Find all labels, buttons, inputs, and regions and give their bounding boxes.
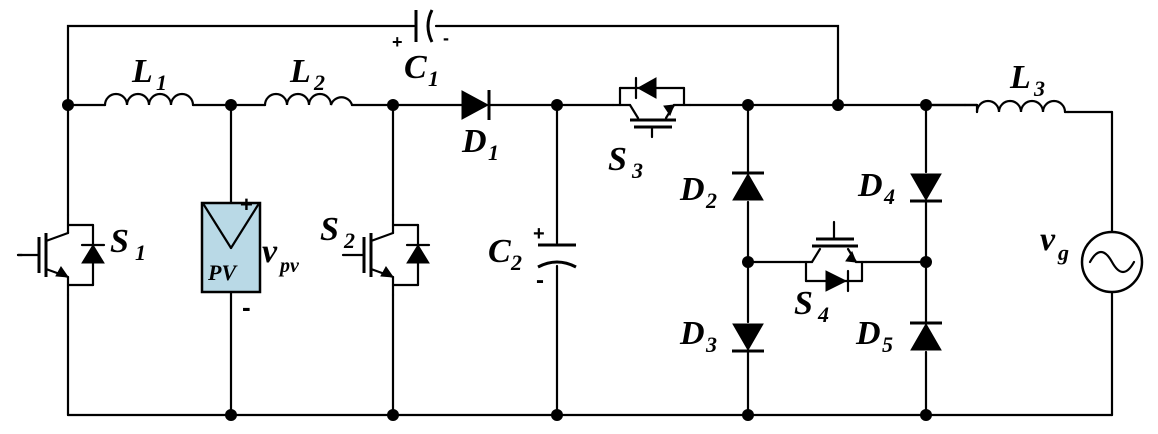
diode-d3: D 3 (679, 315, 764, 357)
inductor-l1: L 1 (103, 53, 195, 107)
pv-plus: + (240, 192, 253, 217)
d1-sub: 1 (488, 140, 499, 165)
pv-minus: - (242, 292, 251, 322)
d4-sub: 4 (883, 184, 895, 209)
switch-s4: S 4 (794, 220, 868, 327)
s3-sub: 3 (631, 158, 643, 183)
diode-d4: D 4 (857, 167, 942, 209)
s4-label: S (794, 285, 813, 322)
s1-sub: 1 (135, 240, 146, 265)
grid-source: v g (1040, 221, 1144, 294)
switch-s2: S 2 (320, 211, 431, 297)
c1-minus: - (443, 28, 449, 48)
l1-sub: 1 (156, 70, 167, 95)
vg-sub: g (1057, 240, 1069, 265)
c2-plus: + (533, 223, 545, 245)
d5-sub: 5 (882, 332, 893, 357)
diode-d1: D 1 (461, 90, 499, 165)
inductor-l3: L 3 (975, 59, 1067, 114)
s4-sub: 4 (817, 302, 829, 327)
d1-label: D (461, 123, 487, 160)
vpv-sub: pv (278, 255, 300, 277)
s2-sub: 2 (343, 228, 355, 253)
diode-d2: D 2 (679, 171, 764, 213)
c2-sub: 2 (510, 250, 522, 275)
l2-label: L (289, 53, 311, 90)
diode-d5: D 5 (855, 315, 942, 357)
pv-label: PV (207, 260, 238, 285)
capacitor-c2: + - C 2 (488, 223, 577, 294)
switch-s1: S 1 (16, 213, 146, 297)
s2-label: S (320, 211, 339, 248)
s3-label: S (608, 141, 627, 178)
l3-label: L (1009, 59, 1031, 96)
pv-source: PV + - v pv (200, 192, 300, 322)
c1-plus: + (392, 32, 403, 52)
wires (66, 24, 1114, 417)
junction-nodes (62, 99, 932, 421)
capacitor-c1: + - C 1 (392, 9, 449, 91)
switch-s3: S 3 (608, 76, 692, 183)
c2-minus: - (536, 267, 544, 294)
l1-label: L (131, 53, 153, 90)
d5-label: D (855, 315, 881, 352)
d3-label: D (679, 315, 705, 352)
d2-sub: 2 (705, 188, 717, 213)
l3-sub: 3 (1033, 76, 1045, 101)
inductor-l2: L 2 (263, 53, 354, 107)
vg-label: v (1040, 221, 1056, 258)
l2-sub: 2 (313, 70, 325, 95)
d3-sub: 3 (705, 332, 717, 357)
d4-label: D (857, 167, 883, 204)
s1-label: S (110, 223, 129, 260)
d2-label: D (679, 171, 705, 208)
c2-label: C (488, 233, 511, 270)
c1-sub: 1 (428, 66, 439, 91)
c1-label: C (404, 49, 427, 86)
vpv-label: v (262, 233, 278, 270)
